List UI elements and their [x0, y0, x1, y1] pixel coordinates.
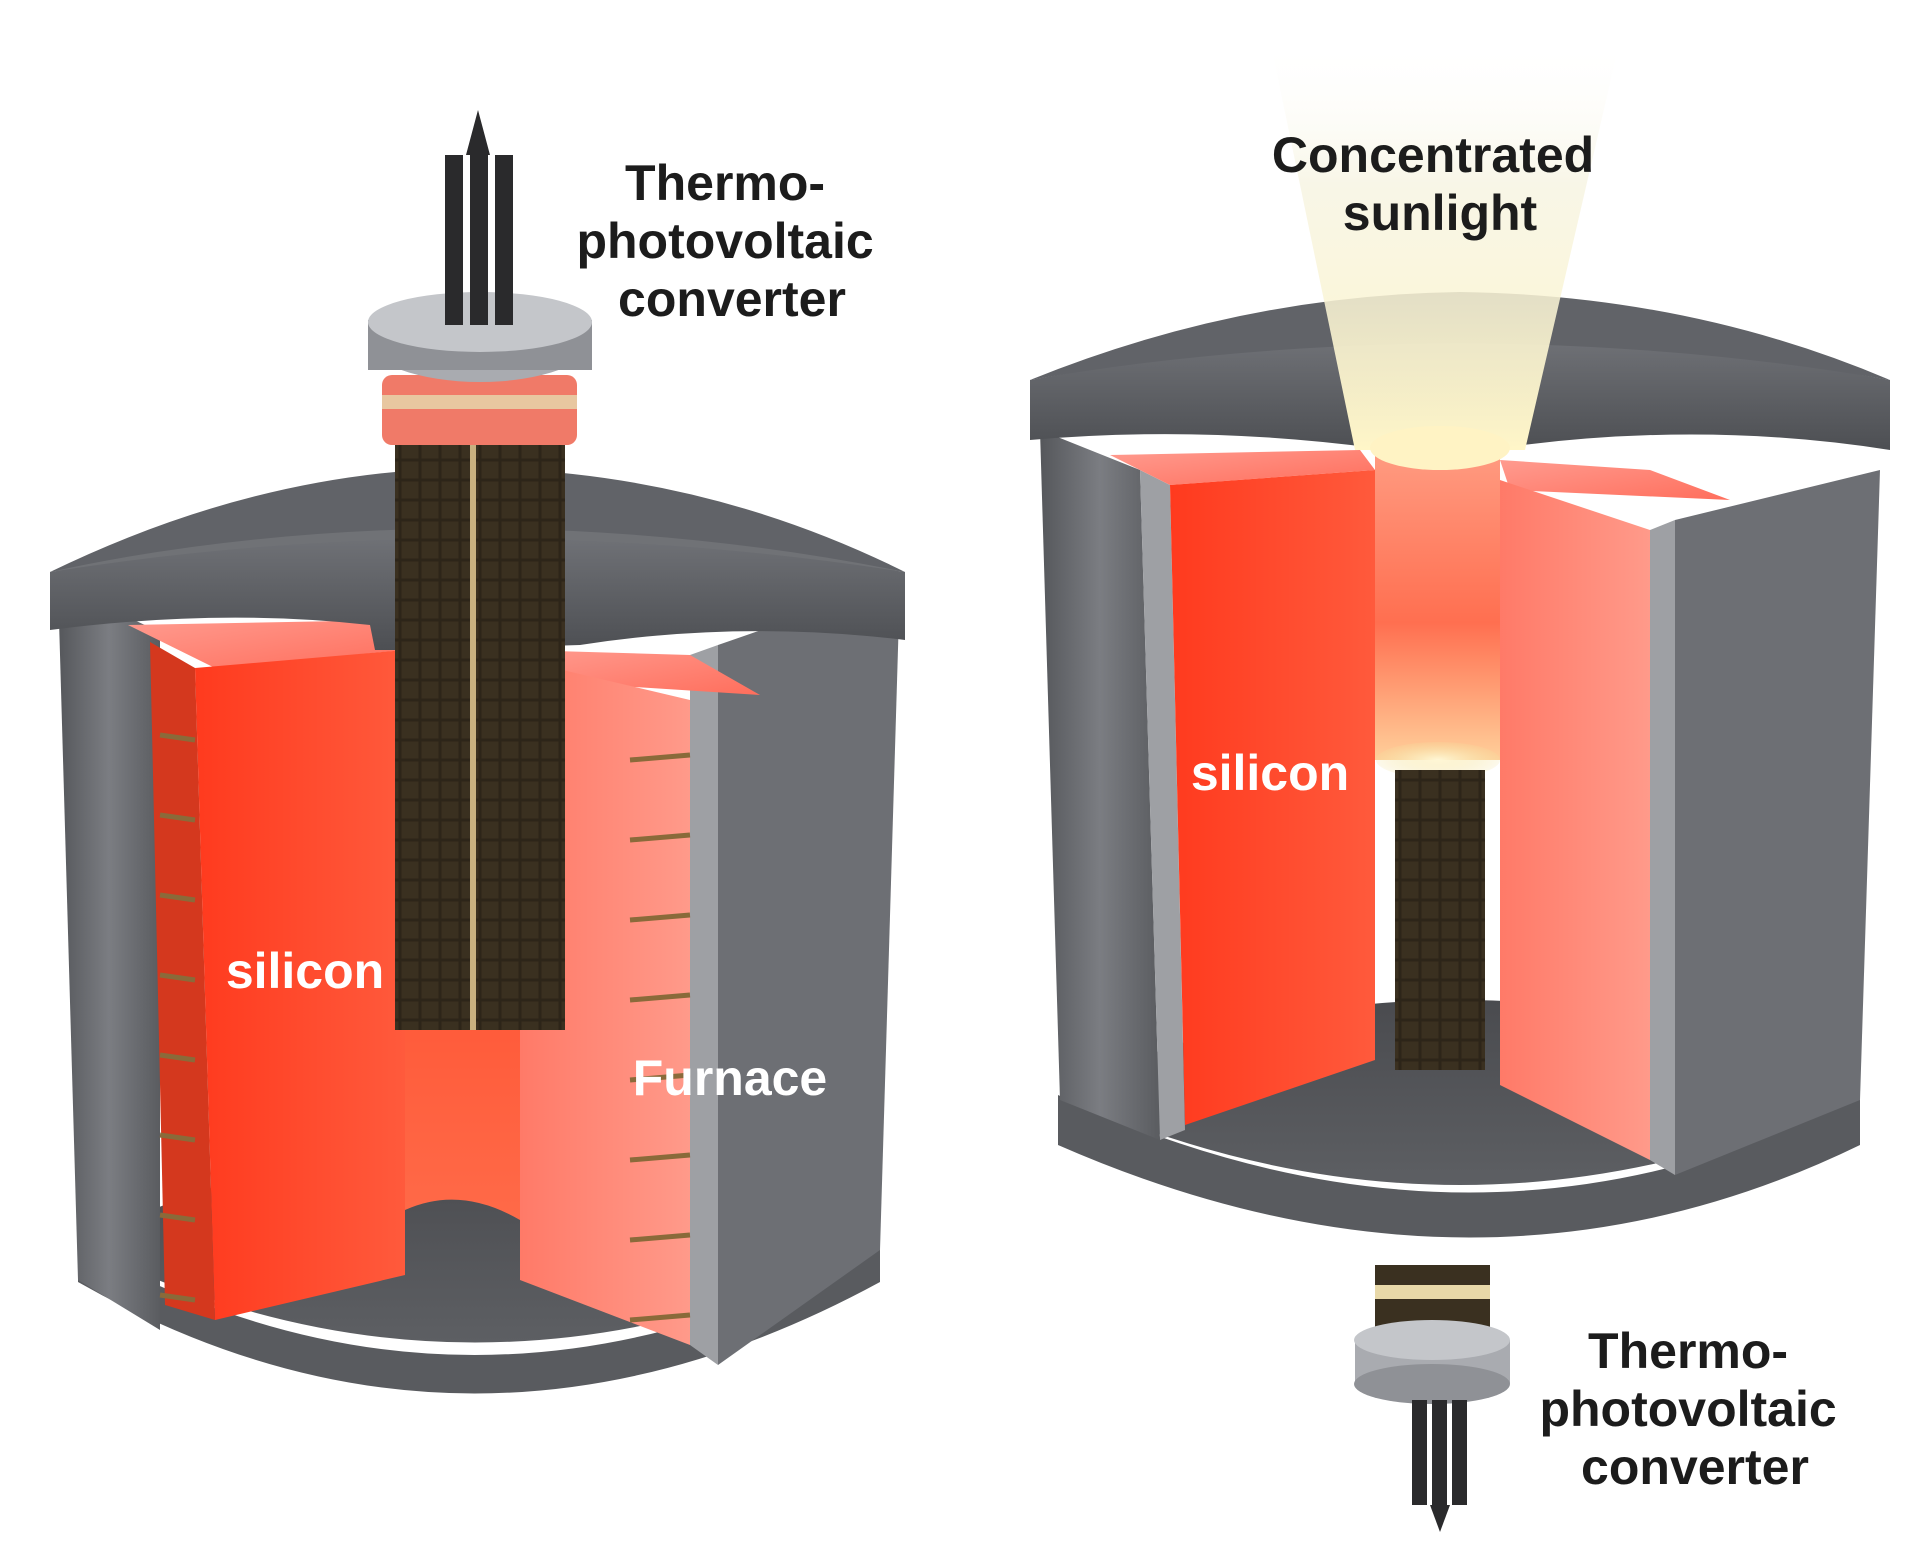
- right-converter-label: Thermo- photovoltaic converter: [1539, 1323, 1850, 1495]
- right-tpv-leads: [1412, 1400, 1467, 1532]
- right-base-plate: [1058, 1095, 1860, 1238]
- left-silicon-block-right-top: [520, 650, 760, 695]
- left-tpv-collar: [382, 375, 577, 445]
- left-converter-label-line2: photovoltaic: [576, 213, 873, 269]
- left-inner-wall-right: [690, 645, 718, 1365]
- right-silicon-block-left: [1170, 470, 1375, 1125]
- left-furnace-label: Furnace: [633, 1050, 828, 1106]
- right-converter-label-line3: converter: [1581, 1439, 1809, 1495]
- right-core-glow: [1375, 455, 1500, 760]
- left-converter-label: Thermo- photovoltaic converter: [576, 155, 887, 327]
- right-sunlight-label-line2: sunlight: [1343, 185, 1538, 241]
- left-outer-wall-left: [58, 585, 160, 1330]
- right-silicon-label: silicon: [1191, 745, 1349, 801]
- right-aperture-glow: [1370, 426, 1510, 470]
- right-tpv-cap-top: [1354, 1320, 1510, 1360]
- left-tpv-collar-band: [382, 395, 577, 409]
- right-silicon-block-right-top: [1500, 460, 1730, 500]
- left-heater-rungs-left: [159, 732, 196, 1303]
- left-silicon-block-side: [150, 642, 215, 1320]
- right-converter-label-line2: photovoltaic: [1539, 1381, 1836, 1437]
- left-tpv-cell-column: [395, 430, 565, 1030]
- left-heater-rungs-right: [629, 752, 691, 1323]
- left-silicon-block-front: [195, 650, 405, 1320]
- left-outer-wall-right: [718, 582, 900, 1365]
- left-tpv-leads: [445, 110, 513, 325]
- right-core-ring: [1376, 742, 1500, 778]
- right-sunlight-beam: [1270, 40, 1620, 450]
- left-converter-label-line3: converter: [618, 271, 846, 327]
- right-silicon-block-left-top: [1110, 450, 1375, 485]
- left-tpv-column-highlight: [470, 430, 476, 1030]
- left-silicon-label: silicon: [226, 943, 384, 999]
- right-sunlight-label: Concentrated sunlight: [1272, 127, 1608, 241]
- left-base-plate: [78, 1245, 880, 1394]
- right-silicon-block-right: [1500, 480, 1650, 1160]
- right-inner-wall-left: [1140, 470, 1185, 1140]
- right-tpv-cell-column: [1395, 770, 1485, 1070]
- right-sunlight-label-line1: Concentrated: [1272, 127, 1594, 183]
- right-storage-unit: Concentrated sunlight silicon Thermo- ph…: [1030, 40, 1890, 1532]
- left-storage-unit: Thermo- photovoltaic converter silicon F…: [50, 110, 905, 1394]
- right-converter-label-line1: Thermo-: [1588, 1323, 1788, 1379]
- right-outer-wall-left: [1040, 430, 1160, 1140]
- right-tpv-housing-band: [1375, 1285, 1490, 1299]
- right-inner-wall-right: [1650, 520, 1675, 1175]
- left-converter-label-line1: Thermo-: [625, 155, 825, 211]
- right-outer-wall-right: [1675, 470, 1880, 1175]
- right-tpv-cap-bottom: [1354, 1364, 1510, 1404]
